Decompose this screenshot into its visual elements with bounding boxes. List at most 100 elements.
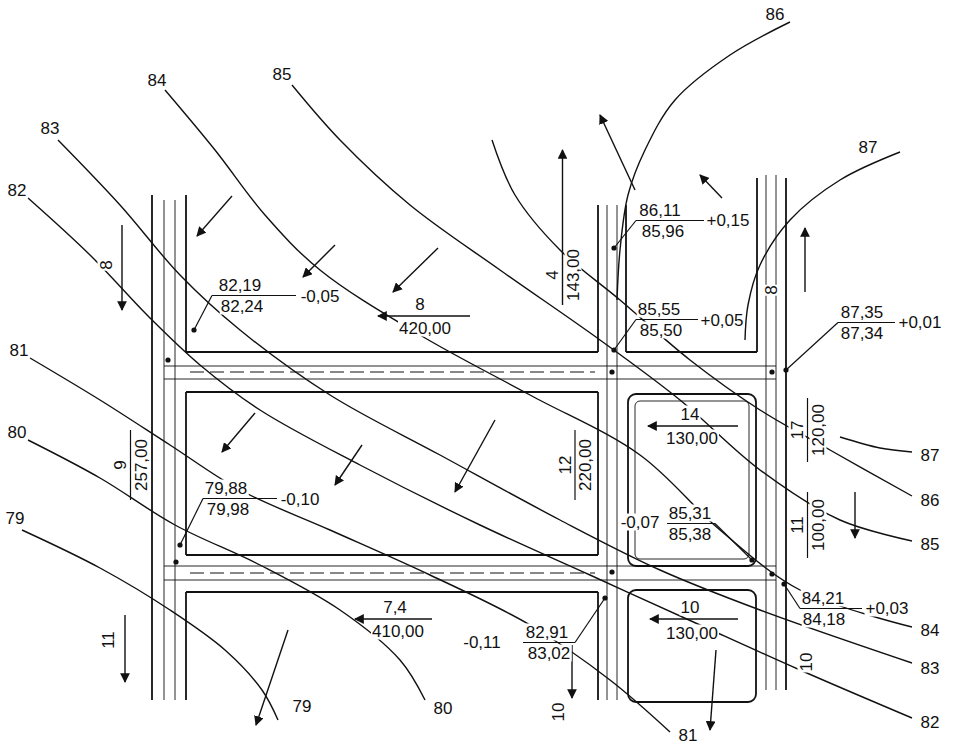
spot-elevation: +0,15 bbox=[705, 212, 750, 229]
flow-arrow bbox=[571, 645, 572, 698]
street-curb bbox=[597, 392, 599, 555]
street-curb bbox=[185, 195, 187, 352]
slope-length: 17 bbox=[789, 420, 806, 441]
spot-elevation: +0,05 bbox=[699, 312, 744, 329]
leader-line bbox=[784, 584, 800, 609]
leader-line bbox=[838, 322, 895, 323]
street-curb bbox=[597, 205, 599, 352]
flow-arrow bbox=[355, 618, 432, 619]
street-edge bbox=[175, 200, 176, 700]
elevation-point bbox=[611, 245, 616, 250]
spot-elevation: 85,31 bbox=[668, 505, 713, 522]
street-edge bbox=[607, 205, 608, 700]
street-curb bbox=[185, 592, 187, 700]
slope-length: 257,00 bbox=[133, 438, 150, 492]
leader-line bbox=[807, 492, 808, 558]
spot-elevation: 85,96 bbox=[641, 223, 686, 240]
elevation-point bbox=[609, 569, 614, 574]
spot-elevation: +0,01 bbox=[897, 314, 942, 331]
block-outline bbox=[635, 401, 749, 559]
leader-line bbox=[667, 523, 715, 524]
fraction-lines bbox=[131, 221, 896, 643]
contour-elevation: 79 bbox=[292, 698, 313, 715]
flow-arrows bbox=[122, 115, 855, 730]
spot-elevation: 79,98 bbox=[206, 501, 251, 518]
contour-line bbox=[840, 437, 912, 452]
street-curb bbox=[186, 351, 598, 353]
slope-length: 11 bbox=[100, 630, 117, 650]
street-curb bbox=[626, 351, 757, 353]
flow-arrow bbox=[256, 630, 288, 725]
spot-elevation: +0,03 bbox=[864, 600, 909, 617]
leader-line bbox=[212, 295, 296, 296]
elevation-point bbox=[783, 367, 788, 372]
street-curb bbox=[186, 591, 598, 593]
contour-line bbox=[292, 85, 912, 541]
spot-elevation: -0,07 bbox=[620, 514, 661, 531]
contour-elevation: 85 bbox=[272, 66, 293, 83]
contour-line bbox=[58, 140, 912, 663]
spot-elevation: 82,91 bbox=[525, 624, 570, 641]
contour-elevation: 79 bbox=[5, 510, 26, 527]
contour-line bbox=[745, 152, 900, 340]
flow-arrow bbox=[393, 248, 438, 292]
spot-elevation: 82,19 bbox=[218, 277, 263, 294]
slope-length: 10 bbox=[798, 652, 815, 673]
spot-elevation: 85,55 bbox=[637, 301, 682, 318]
slope-length: 7,4 bbox=[382, 599, 408, 616]
contour-elevation: 85 bbox=[920, 536, 941, 553]
contour-elevation: 81 bbox=[9, 342, 30, 359]
slope-length: 410,00 bbox=[371, 623, 425, 640]
leader-line bbox=[715, 524, 752, 561]
leader-line bbox=[807, 398, 808, 462]
leader-line bbox=[523, 642, 575, 643]
flow-arrow bbox=[124, 615, 125, 682]
slope-length: 120,00 bbox=[810, 403, 827, 457]
contour-elevation: 84 bbox=[920, 622, 941, 639]
spot-elevation: 79,88 bbox=[204, 480, 249, 497]
street-axis bbox=[190, 372, 595, 373]
flow-arrow bbox=[335, 445, 362, 485]
leader-line bbox=[614, 320, 636, 351]
slope-length: 8 bbox=[98, 259, 115, 270]
contour-elevation: 86 bbox=[765, 6, 786, 23]
flow-arrow bbox=[197, 196, 232, 236]
leader-line bbox=[800, 608, 862, 609]
leader-line bbox=[194, 296, 212, 331]
elevation-point bbox=[177, 542, 182, 547]
flow-arrow bbox=[303, 245, 335, 277]
leader-line bbox=[614, 221, 636, 249]
spot-elevation: 85,38 bbox=[668, 526, 713, 543]
spot-elevation: 85,50 bbox=[639, 322, 684, 339]
slope-length: 14 bbox=[680, 406, 701, 423]
leader-line bbox=[636, 220, 704, 221]
leader-line bbox=[575, 598, 605, 643]
spot-elevation: 87,35 bbox=[840, 304, 885, 321]
contour-elevation: 80 bbox=[433, 700, 454, 717]
elevation-point bbox=[769, 369, 774, 374]
spot-elevation: -0,05 bbox=[300, 288, 341, 305]
contour-elevation: 82 bbox=[7, 182, 28, 199]
flow-arrow bbox=[600, 115, 635, 190]
flow-arrow bbox=[378, 315, 470, 316]
spot-elevation: 83,02 bbox=[527, 645, 572, 662]
flow-arrow bbox=[222, 413, 255, 452]
elevation-point bbox=[173, 559, 178, 564]
street-curb bbox=[756, 178, 758, 352]
flow-arrow bbox=[121, 225, 122, 310]
spot-elevation: 84,21 bbox=[801, 590, 846, 607]
slope-length: 8 bbox=[763, 284, 780, 295]
spot-elevation: 84,18 bbox=[802, 611, 847, 628]
street-curb bbox=[785, 178, 787, 690]
contour-elevation: 86 bbox=[920, 492, 941, 509]
contour-elevation: 84 bbox=[147, 72, 168, 89]
street-curb bbox=[151, 195, 153, 700]
elevation-point bbox=[749, 557, 754, 562]
elevation-point bbox=[602, 595, 607, 600]
elevation-point bbox=[611, 347, 616, 352]
leader-line bbox=[636, 319, 698, 320]
contour-line bbox=[28, 440, 425, 700]
street-edge bbox=[164, 200, 165, 700]
slope-length: 220,00 bbox=[577, 438, 594, 492]
